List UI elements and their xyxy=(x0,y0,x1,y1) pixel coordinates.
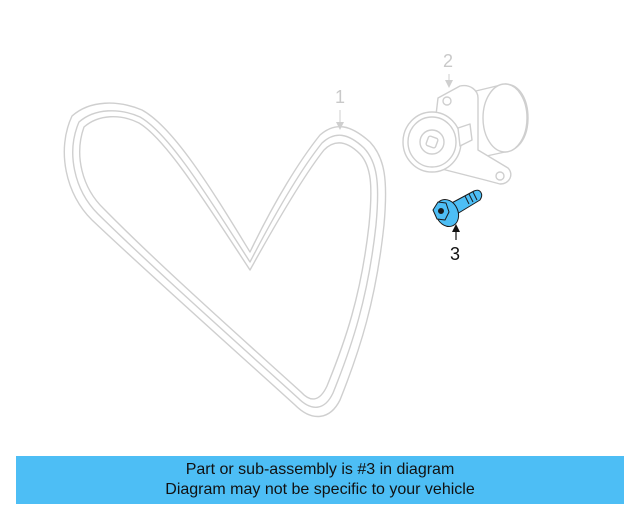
callout-number-3: 3 xyxy=(450,244,461,264)
callout-3-arrowhead xyxy=(452,224,460,232)
belt-tensioner xyxy=(402,83,529,185)
bolt-thread-1 xyxy=(464,195,470,205)
tensioner-body-end xyxy=(482,83,528,153)
serpentine-belt xyxy=(63,102,387,418)
belt-inner-edge xyxy=(72,110,379,408)
callout-number-2: 2 xyxy=(443,51,454,71)
belt-outer-edge xyxy=(63,102,387,418)
tensioner-bolt xyxy=(432,189,483,228)
banner-line-part-number: Part or sub-assembly is #3 in diagram xyxy=(185,461,455,478)
belt-rib-line xyxy=(79,116,372,400)
pulley-center-bolt xyxy=(425,135,439,149)
info-banner: Part or sub-assembly is #3 in diagram Di… xyxy=(16,456,624,504)
parts-diagram xyxy=(63,74,529,418)
bracket-hole-top xyxy=(442,96,452,106)
bolt-head-center xyxy=(438,208,444,214)
bracket-hole-bottom xyxy=(495,171,505,181)
callout-1-arrowhead xyxy=(336,122,344,130)
callout-2-arrowhead xyxy=(445,80,453,88)
banner-line-disclaimer: Diagram may not be specific to your vehi… xyxy=(165,481,475,498)
tensioner-arm xyxy=(457,123,473,147)
bolt-thread-2 xyxy=(468,193,474,203)
callout-number-1: 1 xyxy=(335,87,346,107)
bolt-thread-3 xyxy=(472,191,478,201)
